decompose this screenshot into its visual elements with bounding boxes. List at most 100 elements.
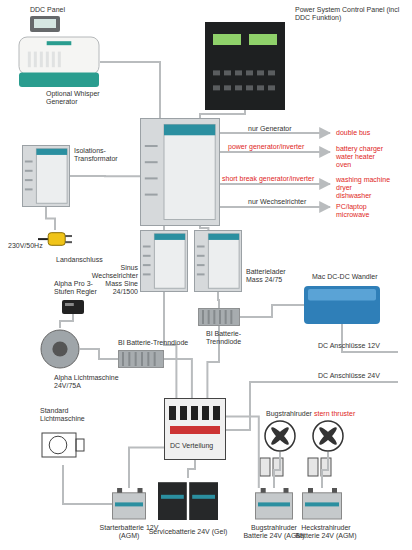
control-display — [213, 34, 241, 45]
diode-fin — [147, 352, 149, 366]
battery-terminal — [332, 488, 337, 493]
diode-fin — [219, 310, 221, 324]
unit-stripe — [164, 124, 215, 135]
control-button — [235, 70, 242, 75]
diode-fin — [141, 352, 143, 366]
unit-stripe — [36, 149, 67, 155]
distribution-box — [165, 399, 226, 460]
diode-fin — [154, 352, 156, 366]
dc-dc-converter: Mac DC-DC Wandler — [304, 286, 380, 324]
device-graphic — [205, 22, 285, 110]
control-panel-body — [205, 22, 285, 110]
unit-vent — [197, 264, 205, 266]
device-graphic — [38, 230, 72, 248]
switch-symbol — [308, 458, 318, 476]
node-label: Batterielader Mass 24/75 — [246, 268, 302, 284]
generator-grille — [52, 52, 55, 68]
device-graphic — [118, 350, 164, 368]
panel-body — [30, 16, 60, 32]
wire-connector — [200, 110, 245, 118]
control-button — [268, 70, 275, 75]
generator: Optional Whisper Generator — [18, 36, 100, 88]
propeller-blade — [269, 425, 290, 446]
node-label: Heckstrahlruder Batterie 24V (AGM) — [290, 524, 362, 540]
node-label: Optional Whisper Generator — [46, 90, 104, 106]
shore-plug: 230V/50HzLandanschluss — [38, 230, 72, 248]
battery-body — [303, 493, 342, 519]
sine-inverter: Sinus Wechselrichter Mass Sine 24/1500 — [140, 230, 188, 292]
node-label: Mac DC-DC Wandler — [312, 273, 392, 281]
wire-connector — [60, 314, 73, 328]
starter-battery: Starterbatterie 12V (AGM) — [112, 488, 146, 520]
wire-connector — [100, 62, 160, 118]
converter-top — [308, 289, 376, 300]
panel-screen — [34, 19, 56, 28]
diode-fin — [135, 352, 137, 366]
ddc-panel: DDC Panel — [30, 16, 60, 32]
output-line — [220, 206, 330, 208]
plug-pin — [65, 235, 72, 237]
node-label: Alpha Pro 3-Stufen Regler — [54, 280, 106, 296]
device-graphic — [22, 145, 70, 207]
diode-body — [118, 350, 164, 368]
diode-fin — [122, 352, 124, 366]
switch-symbol — [260, 458, 270, 476]
wire-connector — [46, 207, 55, 230]
annotation-label: washing machine — [336, 176, 411, 184]
annotation-label: nur Wechselrichter — [248, 198, 328, 206]
node-label: Power System Control Panel (incl DDC Fun… — [295, 6, 405, 22]
annotation-label: power generator/inverter — [228, 143, 328, 151]
wire-connector — [322, 452, 328, 488]
battery-stripe — [192, 495, 215, 499]
node-label: BI Batterie-Trenndiode — [118, 339, 198, 347]
wire-connector — [80, 349, 118, 359]
fuse-symbol — [202, 406, 209, 420]
node-label: 230V/50Hz — [8, 242, 40, 250]
control-button — [257, 85, 264, 90]
diode-fin — [208, 310, 210, 324]
battery-stripe — [305, 502, 339, 506]
device-graphic — [30, 16, 60, 32]
control-button — [213, 85, 220, 90]
battery-terminal — [284, 488, 289, 493]
unit-vent — [197, 273, 205, 275]
unit-front — [164, 124, 215, 219]
annotation-label: dishwasher — [336, 192, 411, 200]
propeller-blade — [269, 425, 290, 446]
wire-connector — [163, 226, 165, 230]
wire-connector — [70, 175, 140, 177]
isolation-diode: BI Batterie-Trenndiode — [118, 350, 164, 368]
unit-front — [208, 234, 239, 289]
wire-connector — [188, 460, 195, 478]
combi-unit — [140, 118, 220, 226]
stern-thruster: stern thruster — [312, 420, 344, 452]
plug-pin — [65, 241, 72, 243]
control-button — [213, 70, 220, 75]
unit-body — [195, 231, 242, 292]
unit-vent — [143, 264, 151, 266]
busbar-symbol — [170, 426, 220, 434]
unit-vent — [143, 246, 151, 248]
isolation-diode: BI Batterie-Trenndiode — [198, 308, 240, 326]
alternator-pulley — [76, 439, 84, 451]
unit-vent — [197, 246, 205, 248]
wire-connector — [164, 359, 192, 398]
annotation-label: microwave — [336, 211, 411, 219]
diode-body — [198, 308, 240, 326]
node-label: Isolations-Transformator — [74, 147, 134, 163]
device-graphic — [18, 36, 100, 88]
diode-fin — [230, 310, 232, 324]
converter-body — [304, 286, 380, 324]
generator-logo — [47, 41, 72, 45]
fuse-symbol — [213, 406, 220, 420]
control-button — [246, 85, 253, 90]
node-label: DDC Panel — [30, 6, 80, 14]
dc-distribution: DC Verteilung — [164, 398, 226, 460]
battery-terminal — [117, 488, 122, 493]
unit-body — [23, 146, 70, 207]
battery-stripe — [115, 502, 143, 506]
generator-grille — [40, 52, 43, 68]
fuse-symbol — [180, 406, 187, 420]
wire-connector — [63, 465, 112, 504]
unit-body — [141, 119, 220, 226]
